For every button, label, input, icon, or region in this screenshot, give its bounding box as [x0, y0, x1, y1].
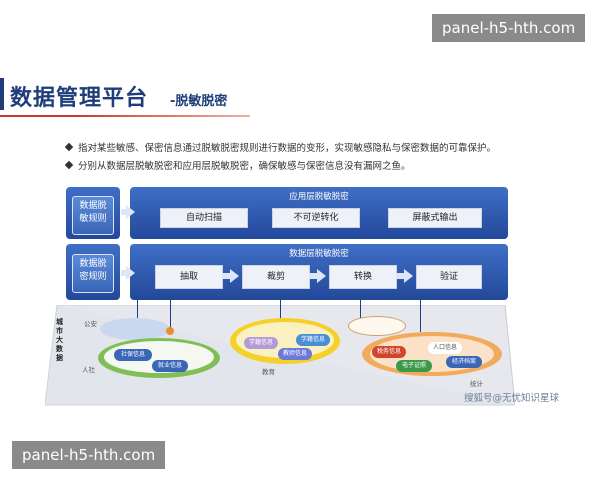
region-top-ellipse — [348, 316, 406, 336]
app-arrow-stem — [121, 209, 127, 215]
flow-arrow-icon — [230, 269, 239, 283]
chip-teacher: 教师信息 — [278, 348, 312, 360]
flow-arrow-icon — [317, 269, 326, 283]
source-watermark: 搜狐号@无忧知识星球 — [464, 393, 560, 404]
page-title: 数据管理平台 — [10, 86, 149, 111]
bullet-text: 指对某些敏感、保密信息通过脱敏脱密规则进行数据的变形，实现敏感隐私与保密数据的可… — [78, 143, 497, 154]
app-arrow-right-icon — [126, 205, 135, 219]
watermark-bottom: panel-h5-hth.com — [12, 441, 166, 469]
region-stats-label: 统计 — [470, 380, 483, 388]
title-underline — [0, 115, 250, 117]
chip-social-security: 社保信息 — [114, 349, 152, 361]
connector-line — [360, 300, 361, 318]
chip-student-b: 学籍信息 — [296, 334, 330, 346]
data-arrow-right-icon — [126, 266, 135, 280]
data-rule-box: 数据脱 密规则 — [72, 254, 114, 293]
step-irreversible: 不可逆转化 — [272, 208, 360, 228]
chip-population: 人口信息 — [428, 342, 462, 354]
connector-line — [170, 300, 171, 330]
region-social-label: 人社 — [82, 366, 95, 374]
connector-line — [280, 300, 281, 322]
bullet-item: 指对某些敏感、保密信息通过脱敏脱密规则进行数据的变形，实现敏感隐私与保密数据的可… — [64, 140, 497, 154]
connector-line — [420, 300, 421, 332]
step-extract: 抽取 — [155, 265, 223, 289]
data-layer-title: 数据层脱敏脱密 — [289, 249, 349, 259]
orange-node — [166, 327, 174, 335]
connector-line — [137, 300, 138, 318]
data-arrow-stem — [121, 270, 127, 276]
app-rule-box: 数据脱 敏规则 — [72, 196, 114, 235]
bullet-diamond-icon — [64, 142, 74, 152]
region-police-ellipse — [100, 318, 170, 340]
step-masked-output: 屏蔽式输出 — [388, 208, 482, 228]
bullet-text: 分别从数据层脱敏脱密和应用层脱敏脱密，确保敏感与保密信息没有漏网之鱼。 — [78, 161, 411, 172]
flow-arrow-icon — [404, 269, 413, 283]
platform-side-label: 城市大数据 — [56, 318, 63, 362]
chip-employment: 就业信息 — [152, 360, 188, 372]
app-layer-title: 应用层脱敏脱密 — [289, 192, 349, 202]
chip-student-a: 学籍信息 — [244, 337, 278, 349]
step-verify: 验证 — [416, 265, 482, 289]
flow-arrow-stem — [222, 273, 230, 279]
step-convert: 转换 — [329, 265, 397, 289]
chip-certificate: 电子证照 — [396, 360, 432, 372]
bullet-item: 分别从数据层脱敏脱密和应用层脱敏脱密，确保敏感与保密信息没有漏网之鱼。 — [64, 158, 411, 172]
flow-arrow-stem — [396, 273, 404, 279]
region-education-label: 教育 — [262, 368, 275, 376]
chip-tax: 税务信息 — [372, 346, 406, 358]
step-trim: 裁剪 — [242, 265, 310, 289]
watermark-top: panel-h5-hth.com — [432, 14, 586, 42]
region-police-label: 公安 — [84, 320, 97, 328]
step-auto-scan: 自动扫描 — [160, 208, 248, 228]
flow-arrow-stem — [309, 273, 317, 279]
page-subtitle: -脱敏脱密 — [170, 94, 228, 109]
bullet-diamond-icon — [64, 160, 74, 170]
chip-economic-archive: 经济档案 — [446, 356, 482, 368]
title-accent-bar — [0, 78, 4, 110]
